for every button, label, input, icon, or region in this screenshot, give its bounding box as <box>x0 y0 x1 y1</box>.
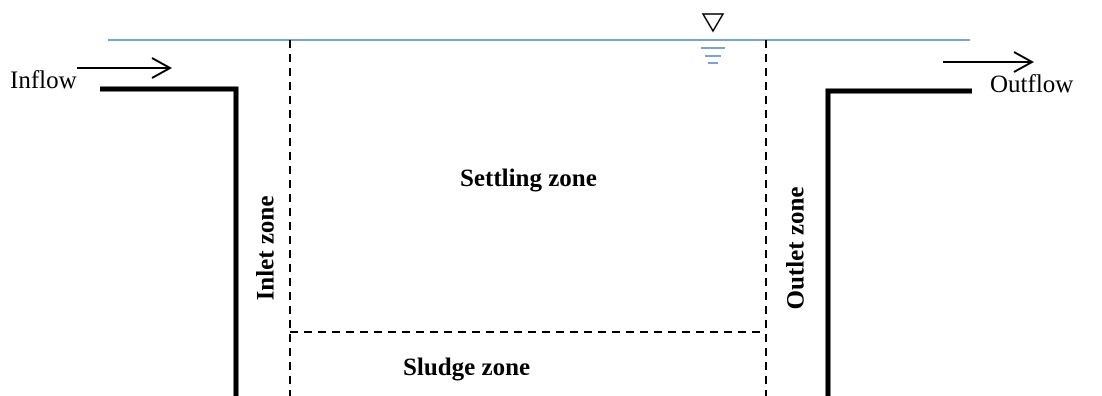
outlet-zone-label: Outlet zone <box>782 186 810 310</box>
settling-zone-label: Settling zone <box>460 165 597 192</box>
inflow-arrow-icon <box>77 57 173 79</box>
outflow-arrow-icon <box>943 51 1035 73</box>
water-level-icon <box>701 13 725 64</box>
zone-boundaries <box>289 40 767 396</box>
inflow-label: Inflow <box>10 67 77 94</box>
right-tank-wall <box>825 88 972 396</box>
outflow-label: Outflow <box>990 71 1074 98</box>
inlet-zone-label: Inlet zone <box>252 195 280 301</box>
sludge-zone-label: Sludge zone <box>403 354 531 381</box>
left-tank-wall <box>100 86 239 396</box>
